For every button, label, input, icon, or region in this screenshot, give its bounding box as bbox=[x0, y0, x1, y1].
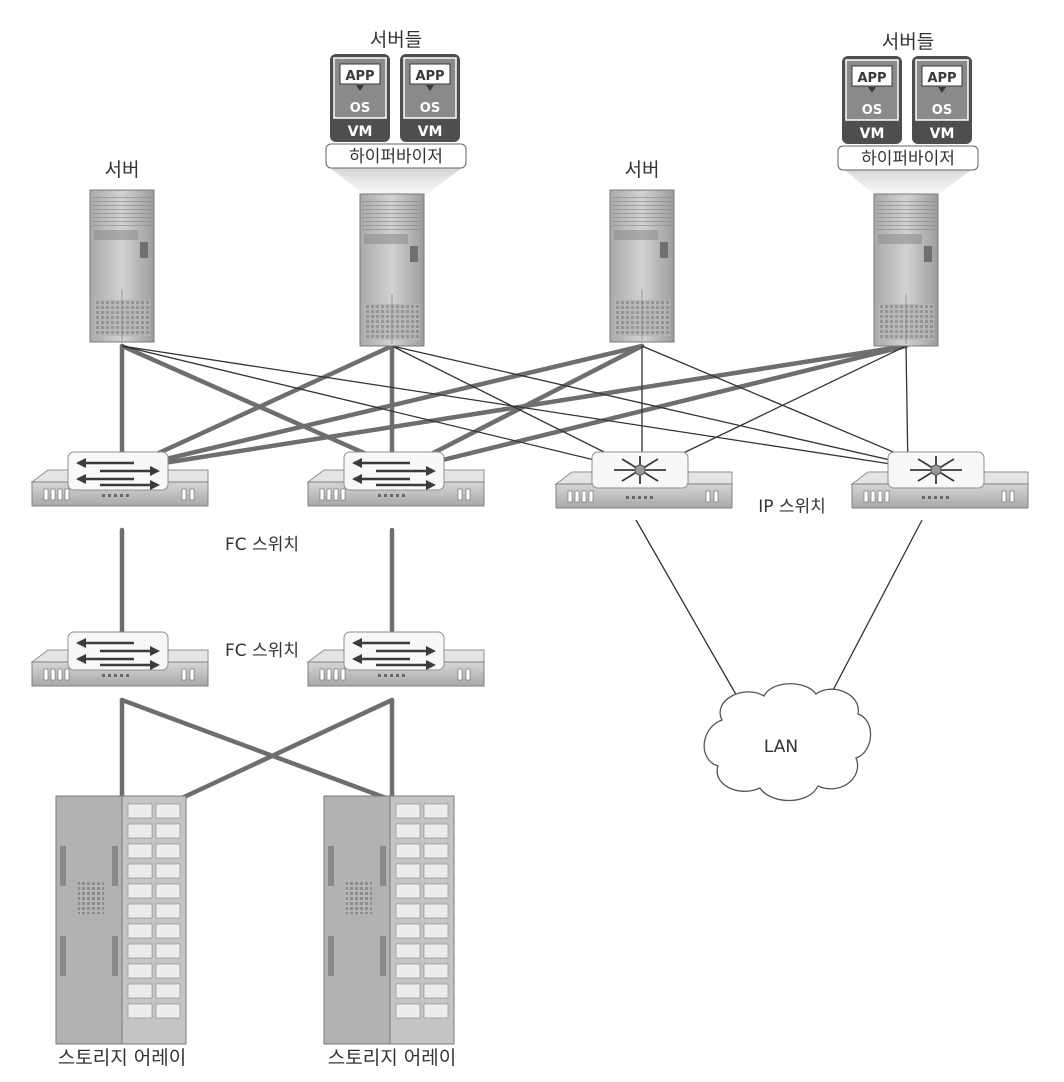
svg-text:OS: OS bbox=[420, 101, 440, 116]
lan-cloud bbox=[703, 683, 872, 801]
hypervisor-label: 하이퍼바이저 bbox=[861, 149, 955, 169]
svg-text:APP: APP bbox=[345, 69, 374, 84]
hypervisor-beam bbox=[842, 168, 974, 196]
hypervisor-box bbox=[837, 145, 979, 171]
vm-icon: APP OS VM bbox=[842, 56, 902, 144]
vm-icon: APP OS VM bbox=[912, 56, 972, 144]
svg-text:VM: VM bbox=[860, 126, 885, 142]
svg-text:APP: APP bbox=[857, 71, 886, 86]
storage-array bbox=[323, 795, 455, 1045]
server-tower bbox=[359, 193, 425, 347]
svg-text:OS: OS bbox=[350, 101, 370, 116]
fc-switch bbox=[306, 630, 486, 688]
hypervisor-beam bbox=[330, 168, 462, 196]
fc-switch bbox=[30, 630, 210, 688]
lan-label: LAN bbox=[764, 737, 798, 757]
svg-text:APP: APP bbox=[927, 71, 956, 86]
hypervisor-box bbox=[325, 143, 467, 169]
svg-text:APP: APP bbox=[415, 69, 444, 84]
ip-switch bbox=[555, 451, 733, 509]
svg-text:OS: OS bbox=[862, 103, 882, 118]
storage-array-label: 스토리지 어레이 bbox=[328, 1047, 456, 1069]
svg-text:VM: VM bbox=[418, 124, 443, 140]
storage-array bbox=[55, 795, 187, 1045]
server-label: 서버 bbox=[625, 159, 660, 181]
svg-text:VM: VM bbox=[930, 126, 955, 142]
server-label: 서버 bbox=[105, 159, 140, 181]
fc-switch-label: FC 스위치 bbox=[225, 535, 299, 555]
fc-switch-label: FC 스위치 bbox=[225, 641, 299, 661]
vm-group: APP OS VM APP OS VM bbox=[842, 56, 972, 144]
hypervisor-label: 하이퍼바이저 bbox=[349, 147, 443, 167]
svg-text:OS: OS bbox=[932, 103, 952, 118]
server-tower bbox=[609, 189, 675, 343]
fc-switch bbox=[306, 450, 486, 508]
servers-label: 서버들 bbox=[882, 31, 934, 53]
vm-icon: APP OS VM bbox=[330, 54, 390, 142]
server-tower bbox=[89, 189, 155, 343]
ip-switch bbox=[851, 451, 1029, 509]
ip-links bbox=[121, 345, 937, 699]
vm-group: APP OS VM APP OS VM bbox=[330, 54, 460, 142]
server-tower bbox=[873, 193, 939, 347]
svg-text:VM: VM bbox=[348, 124, 373, 140]
servers-label: 서버들 bbox=[370, 29, 422, 51]
storage-array-label: 스토리지 어레이 bbox=[58, 1047, 186, 1069]
vm-icon: APP OS VM bbox=[400, 54, 460, 142]
ip-switch-label: IP 스위치 bbox=[758, 497, 826, 517]
